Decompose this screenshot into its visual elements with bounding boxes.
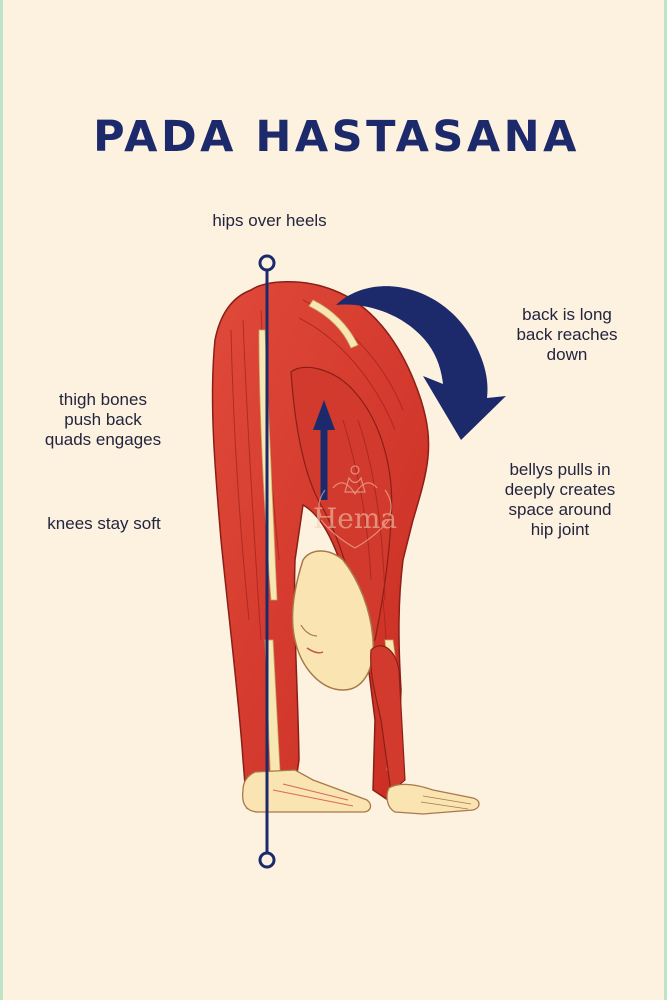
watermark-logo: Hema (313, 465, 397, 549)
guide-top-marker (258, 254, 276, 272)
annotation-line: down (546, 345, 588, 364)
annotation-hips: hips over heels (197, 211, 342, 231)
annotation-line: back reaches (516, 325, 618, 344)
watermark-text: Hema (313, 502, 397, 535)
annotation-line: quads engages (44, 430, 162, 449)
lotus-meditation-icon (318, 465, 392, 549)
annotation-back: back is long back reaches down (497, 305, 637, 365)
torso (290, 366, 393, 641)
annotation-line: thigh bones (59, 390, 147, 409)
hand (386, 783, 480, 815)
foot (241, 769, 372, 813)
annotation-line: hip joint (530, 520, 590, 539)
annotation-line: deeply creates (504, 480, 616, 499)
annotation-line: hips over heels (212, 211, 327, 230)
pose-illustration: Hema (211, 254, 506, 869)
head (291, 550, 374, 691)
alignment-guide (258, 254, 276, 869)
annotation-line: knees stay soft (47, 514, 161, 533)
annotation-line: space around (508, 500, 612, 519)
annotation-knees: knees stay soft (29, 514, 179, 534)
guide-bottom-marker (258, 851, 276, 869)
curved-arrow-down-icon (336, 286, 506, 440)
annotation-belly: bellys pulls in deeply creates space aro… (485, 460, 635, 540)
page-title: PADA HASTASANA (93, 112, 580, 162)
annotation-line: back is long (522, 305, 612, 324)
annotation-thigh: thigh bones push back quads engages (33, 390, 173, 450)
arrow-up-icon (313, 400, 335, 500)
annotation-line: push back (64, 410, 142, 429)
annotation-line: bellys pulls in (509, 460, 611, 479)
